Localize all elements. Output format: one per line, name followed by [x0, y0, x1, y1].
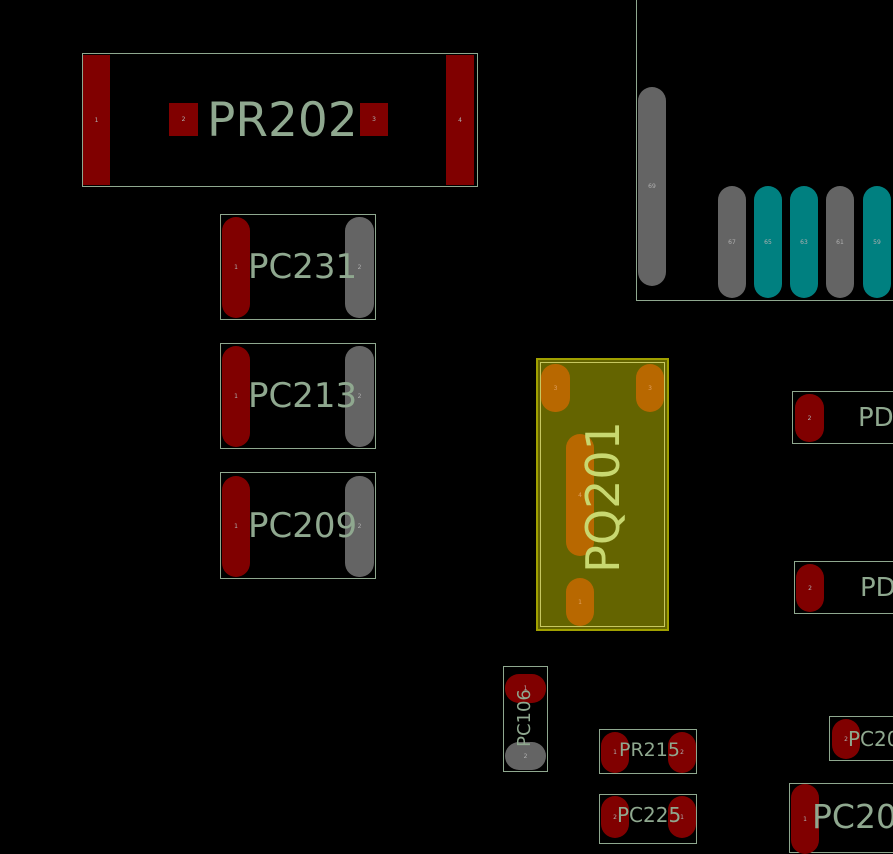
- pad-number: 1: [234, 523, 238, 530]
- pad[interactable]: 2: [668, 732, 696, 773]
- pad[interactable]: 2: [345, 217, 374, 318]
- pad-number: 2: [357, 264, 362, 271]
- pad-number: 2: [357, 393, 362, 400]
- component-pc213[interactable]: [220, 343, 376, 449]
- component-pc20[interactable]: [829, 716, 893, 761]
- pad[interactable]: 1: [601, 732, 629, 773]
- connector-outline: [636, 0, 893, 301]
- pad[interactable]: 4: [446, 55, 474, 185]
- pad-number: 63: [800, 238, 808, 246]
- ref-label: PC231: [248, 247, 358, 287]
- pad-number: 1: [523, 685, 528, 692]
- ref-label: PC106: [514, 689, 535, 747]
- pad[interactable]: 2: [345, 346, 374, 447]
- pad-number: 2: [808, 584, 812, 592]
- component-pc209[interactable]: [220, 472, 376, 579]
- connector-pad[interactable]: 59: [863, 186, 891, 298]
- connector-pad[interactable]: 63: [790, 186, 818, 298]
- pad[interactable]: 2: [796, 564, 824, 612]
- pad-number: 4: [458, 116, 462, 124]
- pad-number: 2: [807, 414, 812, 422]
- pad-number: 2: [844, 735, 848, 743]
- pad[interactable]: 2: [345, 476, 374, 577]
- pad-number: 1: [234, 393, 238, 400]
- ref-label: PC209: [248, 506, 358, 546]
- pad[interactable]: 1: [222, 217, 250, 318]
- pad-number: 4: [578, 491, 582, 499]
- pad-number: 67: [728, 238, 736, 246]
- pad-number: 3: [553, 384, 558, 392]
- connector-pad[interactable]: 69: [638, 87, 666, 286]
- pad-number: 2: [357, 523, 362, 530]
- component-pd[interactable]: [792, 391, 893, 444]
- pad-number: 1: [94, 116, 99, 124]
- ref-label: PC20: [848, 727, 893, 751]
- pad-number: 2: [680, 749, 684, 756]
- pad[interactable]: 1: [222, 346, 250, 447]
- pad[interactable]: 1: [222, 476, 250, 577]
- pad[interactable]: 4: [566, 434, 594, 556]
- pad-number: 1: [680, 813, 684, 821]
- pad[interactable]: 2: [832, 719, 860, 759]
- connector-pad[interactable]: 65: [754, 186, 782, 298]
- pad-number: 2: [613, 813, 617, 821]
- ref-label: PC202: [812, 797, 893, 836]
- ref-label: PR215: [619, 739, 680, 761]
- pad[interactable]: 3: [636, 364, 664, 412]
- pad-number: 61: [836, 238, 844, 246]
- pad-number: 1: [234, 264, 238, 271]
- pad[interactable]: 1: [83, 55, 110, 185]
- pad-number: 1: [613, 749, 617, 756]
- connector-pad[interactable]: 61: [826, 186, 854, 298]
- pad[interactable]: 2: [169, 103, 198, 136]
- pad-number: 59: [873, 238, 881, 246]
- ref-label: PD: [858, 403, 893, 433]
- pad[interactable]: 3: [541, 364, 570, 412]
- component-pc231[interactable]: [220, 214, 376, 320]
- pad-number: 65: [764, 238, 772, 246]
- pad[interactable]: 2: [795, 394, 824, 442]
- component-pc106[interactable]: [503, 666, 548, 772]
- pad-number: 3: [372, 116, 376, 123]
- ref-label: PC225: [617, 803, 682, 827]
- component-pr202[interactable]: [82, 53, 478, 187]
- pad[interactable]: 2: [505, 742, 546, 770]
- pad-number: 1: [578, 598, 582, 606]
- component-pd[interactable]: [794, 561, 893, 614]
- pad[interactable]: 1: [566, 578, 594, 626]
- courtyard-outline: [540, 362, 665, 627]
- pad[interactable]: 1: [505, 674, 546, 703]
- pad[interactable]: 3: [360, 103, 388, 136]
- pad[interactable]: 1: [668, 796, 696, 838]
- pad[interactable]: 2: [601, 796, 629, 838]
- pad-number: 69: [648, 183, 656, 190]
- ref-label: PD: [860, 573, 893, 603]
- ref-label: PC213: [248, 376, 358, 416]
- component-pr215[interactable]: [599, 729, 697, 774]
- connector-pad[interactable]: 67: [718, 186, 746, 298]
- pad-number: 2: [181, 116, 186, 123]
- pad-number: 1: [803, 815, 807, 823]
- pad-number: 2: [523, 752, 528, 760]
- ref-label: PQ201: [576, 421, 630, 573]
- pad-number: 3: [648, 384, 652, 392]
- ref-label: PR202: [207, 93, 358, 148]
